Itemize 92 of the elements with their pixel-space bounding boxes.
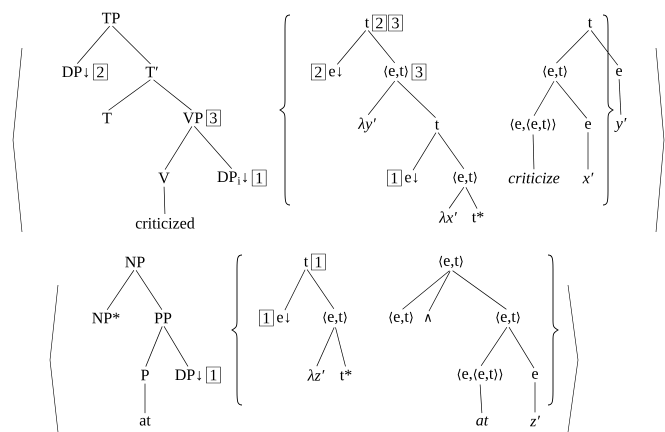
tree-label: ⟨e,t⟩	[496, 312, 520, 324]
tree-branch	[452, 270, 507, 310]
tree-branch	[618, 78, 622, 116]
tree-label: at	[140, 416, 151, 426]
tree-branch	[335, 327, 346, 367]
tree-label: λz′	[307, 369, 325, 381]
tree-label: NP*	[92, 312, 120, 324]
tree-branch	[194, 126, 232, 169]
tree-branch	[397, 80, 436, 118]
tree-branch	[466, 186, 478, 209]
tree-label: ⟨e,t⟩	[384, 66, 408, 78]
tree-label: criticize	[508, 172, 560, 184]
tree-label: ⟨e,⟨e,t⟩⟩	[510, 118, 556, 132]
tree-branch	[368, 80, 396, 116]
boxed-index: 2	[311, 64, 326, 80]
boxed-index: 1	[206, 366, 221, 384]
tree-label: PP	[154, 312, 172, 324]
tree-branch	[306, 269, 334, 310]
tree-branch	[284, 269, 306, 310]
tree-label: DP↓	[62, 66, 88, 78]
tree-label: T′	[146, 66, 158, 78]
tree-branch	[145, 326, 163, 367]
tree-label: z′	[530, 416, 540, 426]
tree-branch	[402, 270, 450, 310]
tree-label: t	[588, 18, 592, 28]
tree-branch	[112, 26, 151, 64]
tree-branch	[153, 80, 192, 110]
tree-label: e↓	[277, 313, 290, 323]
tree-branch	[508, 326, 534, 368]
boxed-index: 2	[372, 14, 387, 32]
tree-label: VP	[182, 112, 203, 124]
tree-branch	[412, 132, 436, 171]
tree-branch	[438, 132, 464, 170]
tree-label: λx′	[438, 211, 457, 223]
tree-branch	[556, 30, 589, 64]
tree-branch	[448, 186, 464, 209]
boxed-index: 3	[206, 110, 221, 126]
tree-label: DP$_{i}$↓	[217, 171, 247, 185]
tree-label: ∧	[424, 314, 432, 322]
tree-label: x′	[582, 172, 594, 184]
tree-branch	[76, 26, 110, 64]
tree-label: TP	[102, 12, 120, 24]
boxed-index: 2	[93, 64, 108, 80]
tree-label: at	[476, 416, 489, 426]
tree-label: t	[304, 257, 308, 267]
tree-label: e↓	[405, 173, 418, 183]
tree-branch	[164, 326, 188, 367]
tree-branch	[108, 79, 151, 111]
tree-label: ⟨e,t⟩	[543, 66, 567, 78]
tree-label: T	[102, 112, 112, 124]
tree-branch	[164, 126, 192, 170]
boxed-index: 1	[259, 310, 274, 326]
tree-branch	[532, 134, 534, 170]
tree-label: ⟨e,⟨e,t⟩⟩	[458, 368, 502, 382]
tree-label: e	[585, 121, 591, 129]
tree-label: ⟨e,t⟩	[389, 312, 413, 324]
tree-label: t*	[340, 370, 352, 380]
tree-label: ⟨e,t⟩	[439, 256, 463, 268]
tree-label: V	[158, 172, 170, 184]
tree-label: P	[141, 370, 149, 380]
tree-branch	[590, 30, 618, 66]
tree-branch	[136, 270, 162, 310]
tree-branch	[164, 186, 166, 214]
tree-label: t	[364, 18, 370, 28]
tree-label: t	[434, 120, 440, 130]
boxed-index: 1	[311, 254, 326, 270]
tree-label: e	[616, 68, 622, 76]
boxed-index: 1	[252, 170, 266, 186]
tree-branch	[534, 382, 536, 413]
tree-branch	[428, 270, 450, 312]
tree-label: criticized	[136, 217, 195, 229]
tree-label: DP↓	[175, 370, 202, 380]
boxed-index: 3	[412, 64, 426, 80]
tree-branch	[480, 384, 482, 414]
tree-label: y′	[614, 118, 626, 132]
boxed-index: 3	[388, 14, 403, 32]
boxed-index: 1	[387, 170, 402, 186]
tree-label: λy′	[358, 118, 376, 132]
tree-branch	[336, 30, 366, 65]
tree-branch	[316, 327, 335, 367]
tree-label: e	[532, 371, 538, 379]
tree-branch	[480, 326, 508, 366]
tree-branch	[556, 80, 588, 119]
tree-label: e↓	[329, 67, 342, 77]
tree-branch	[368, 30, 396, 64]
tree-branch	[534, 80, 554, 116]
tree-label: NP	[125, 256, 145, 268]
tree-branch	[144, 383, 146, 414]
tree-branch	[106, 270, 134, 310]
tree-label: t*	[472, 212, 484, 222]
tree-label: ⟨e,t⟩	[323, 312, 347, 324]
tree-label: ⟨e,t⟩	[453, 172, 477, 184]
